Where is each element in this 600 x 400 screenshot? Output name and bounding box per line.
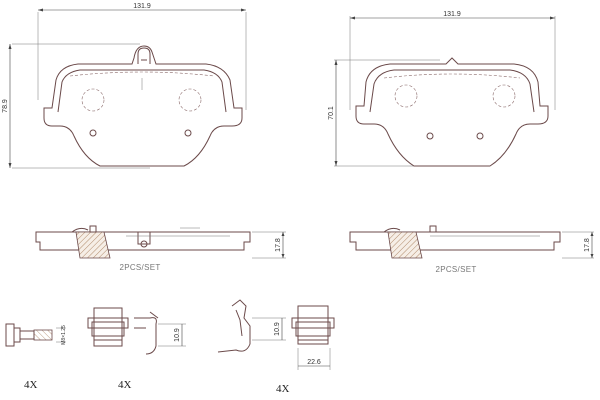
left-thickness-label: 17.8 xyxy=(275,238,282,252)
left-height-label: 78.9 xyxy=(2,99,9,113)
left-side-sensor xyxy=(89,225,97,233)
right-pin-hole-left xyxy=(394,84,418,108)
bolt-thread xyxy=(33,329,53,341)
clip-a-qty: 4X xyxy=(118,379,132,391)
clip-b-height-label: 10.9 xyxy=(274,322,281,336)
clip-b-qty: 4X xyxy=(276,383,290,395)
bolt-dim-label: M8×1.25 xyxy=(61,325,67,345)
left-rivet-right xyxy=(184,129,192,137)
clip-b-body xyxy=(297,305,329,345)
left-pad-side-view: 17.8 2PCS/SET xyxy=(35,225,286,272)
right-width-label: 131.9 xyxy=(443,11,461,18)
left-side-friction xyxy=(75,231,111,259)
left-wear-sensor-tab xyxy=(137,47,151,64)
left-side-clip xyxy=(137,231,151,245)
right-friction-outline xyxy=(369,69,535,113)
right-side-sensor xyxy=(429,225,437,233)
left-pin-hole-left xyxy=(81,88,105,112)
left-pad-dashed-contour xyxy=(69,71,215,77)
clip-a-spring xyxy=(134,317,157,355)
clip-a-body xyxy=(93,307,123,347)
right-side-friction xyxy=(387,231,423,259)
left-pin-hole-right xyxy=(178,88,202,112)
bolt-head xyxy=(5,323,15,347)
clip-b-hardware: 10.9 22.6 4X xyxy=(217,299,335,395)
clip-b-width-label: 22.6 xyxy=(307,359,321,366)
right-pad-dashed-contour xyxy=(383,73,521,79)
left-height-dimension: 78.9 xyxy=(2,43,150,169)
left-rivet-left xyxy=(89,129,97,137)
right-side-plate xyxy=(349,231,561,251)
bolt-shank xyxy=(19,330,35,340)
right-set-label: 2PCS/SET xyxy=(435,265,476,274)
right-rivet-left xyxy=(426,132,434,140)
right-height-label: 70.1 xyxy=(328,106,335,120)
left-width-dimension: 131.9 xyxy=(37,3,247,110)
left-set-label: 2PCS/SET xyxy=(119,263,160,272)
clip-a-hardware: 10.9 4X xyxy=(87,307,186,391)
clip-b-spring xyxy=(217,299,251,353)
right-height-dimension: 70.1 xyxy=(328,59,450,167)
left-friction-outline xyxy=(57,69,227,113)
left-backing-plate xyxy=(43,45,243,167)
bolt-hardware: M8×1.25 4X xyxy=(5,323,67,391)
right-width-dimension: 131.9 xyxy=(349,11,556,110)
right-pad-side-view: 17.8 2PCS/SET xyxy=(349,225,594,274)
right-pad-front-view: 131.9 70.1 xyxy=(328,11,556,167)
left-width-label: 131.9 xyxy=(133,3,151,10)
bolt-qty: 4X xyxy=(24,379,38,391)
left-pad-front-view: 131.9 78.9 xyxy=(2,3,247,169)
right-rivet-right xyxy=(476,132,484,140)
right-backing-plate xyxy=(355,57,549,167)
right-thickness-label: 17.8 xyxy=(584,238,591,252)
clip-a-dim-label: 10.9 xyxy=(174,328,181,342)
right-pin-hole-right xyxy=(492,84,516,108)
left-side-plate xyxy=(35,231,251,251)
